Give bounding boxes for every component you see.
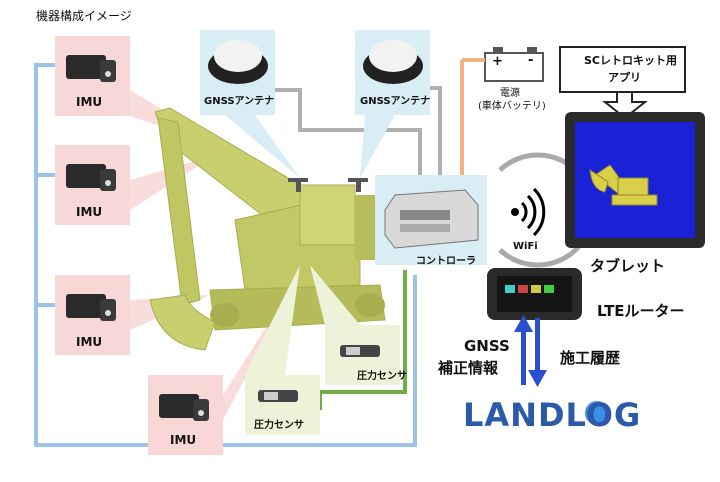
battery-label: 電源	[500, 88, 520, 99]
tablet-device	[565, 112, 705, 248]
diagram-title: 機器構成イメージ	[36, 9, 132, 23]
pressure-sensor-label-2: 圧力センサ	[254, 420, 304, 431]
imu-group-1	[55, 36, 130, 116]
lte-router	[487, 268, 582, 320]
pressure-callouts	[245, 265, 360, 375]
pressure-sensor-box-1	[325, 325, 400, 385]
data-arrows	[514, 315, 547, 387]
controller-label: コントローラ	[416, 256, 476, 267]
wifi-label: WiFi	[513, 241, 538, 252]
gnss-antenna-left-label: GNSSアンテナ	[204, 96, 275, 107]
imu-group-3	[55, 275, 130, 355]
app-callout	[559, 46, 686, 120]
battery-icon	[484, 47, 544, 82]
lte-router-label: LTEルーター	[597, 302, 685, 320]
gnss-correction-line1: GNSS	[464, 337, 510, 355]
gnss-antenna-right-label: GNSSアンテナ	[360, 96, 431, 107]
imu-label-4: IMU	[170, 433, 197, 447]
pressure-sensor-label-1: 圧力センサ	[357, 371, 407, 382]
imu-group-2	[55, 145, 130, 225]
app-label-line2: アプリ	[608, 71, 641, 84]
tablet-label: タブレット	[590, 257, 666, 275]
construction-history-label: 施工履歴	[560, 349, 621, 367]
imu-label-2: IMU	[76, 205, 103, 219]
pressure-sensor-box-2	[245, 375, 320, 435]
imu-label-3: IMU	[76, 335, 103, 349]
battery-minus: -	[528, 53, 534, 68]
landlog-globe-icon	[585, 401, 609, 425]
gnss-antenna-right-box	[355, 30, 430, 115]
antenna-callouts	[225, 115, 395, 178]
app-label-line1: SCレトロキット用	[584, 54, 677, 67]
battery-sub-label: (車体バッテリ)	[478, 101, 546, 112]
controller-box	[375, 175, 487, 265]
landlog-logo: LANDLOG	[463, 396, 642, 434]
imu-label-1: IMU	[76, 95, 103, 109]
gnss-correction-line2: 補正情報	[438, 359, 499, 377]
battery-plus: +	[492, 54, 503, 69]
gnss-antenna-left-box	[200, 30, 275, 115]
imu-group-4	[148, 375, 223, 455]
